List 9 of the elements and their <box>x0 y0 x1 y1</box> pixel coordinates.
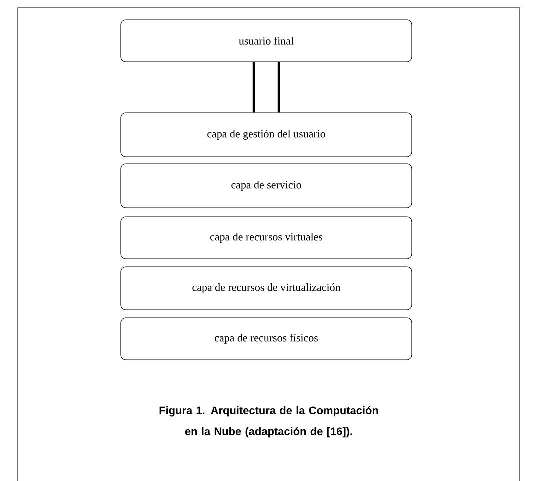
layer-box: capa de servicio <box>120 164 412 208</box>
layer-box: capa de recursos físicos <box>120 318 412 360</box>
layer-box: capa de recursos de virtualización <box>120 266 412 310</box>
layer-box: capa de recursos virtuales <box>120 216 412 260</box>
connector-line <box>252 62 256 113</box>
layer-box: usuario final <box>120 20 412 62</box>
figure-caption: Figura 1. Arquitectura de la Computación en la Nube (adaptación de [16]). <box>160 406 378 438</box>
connector-line <box>278 62 280 113</box>
layer-box: capa de gestión del usuario <box>120 112 412 158</box>
